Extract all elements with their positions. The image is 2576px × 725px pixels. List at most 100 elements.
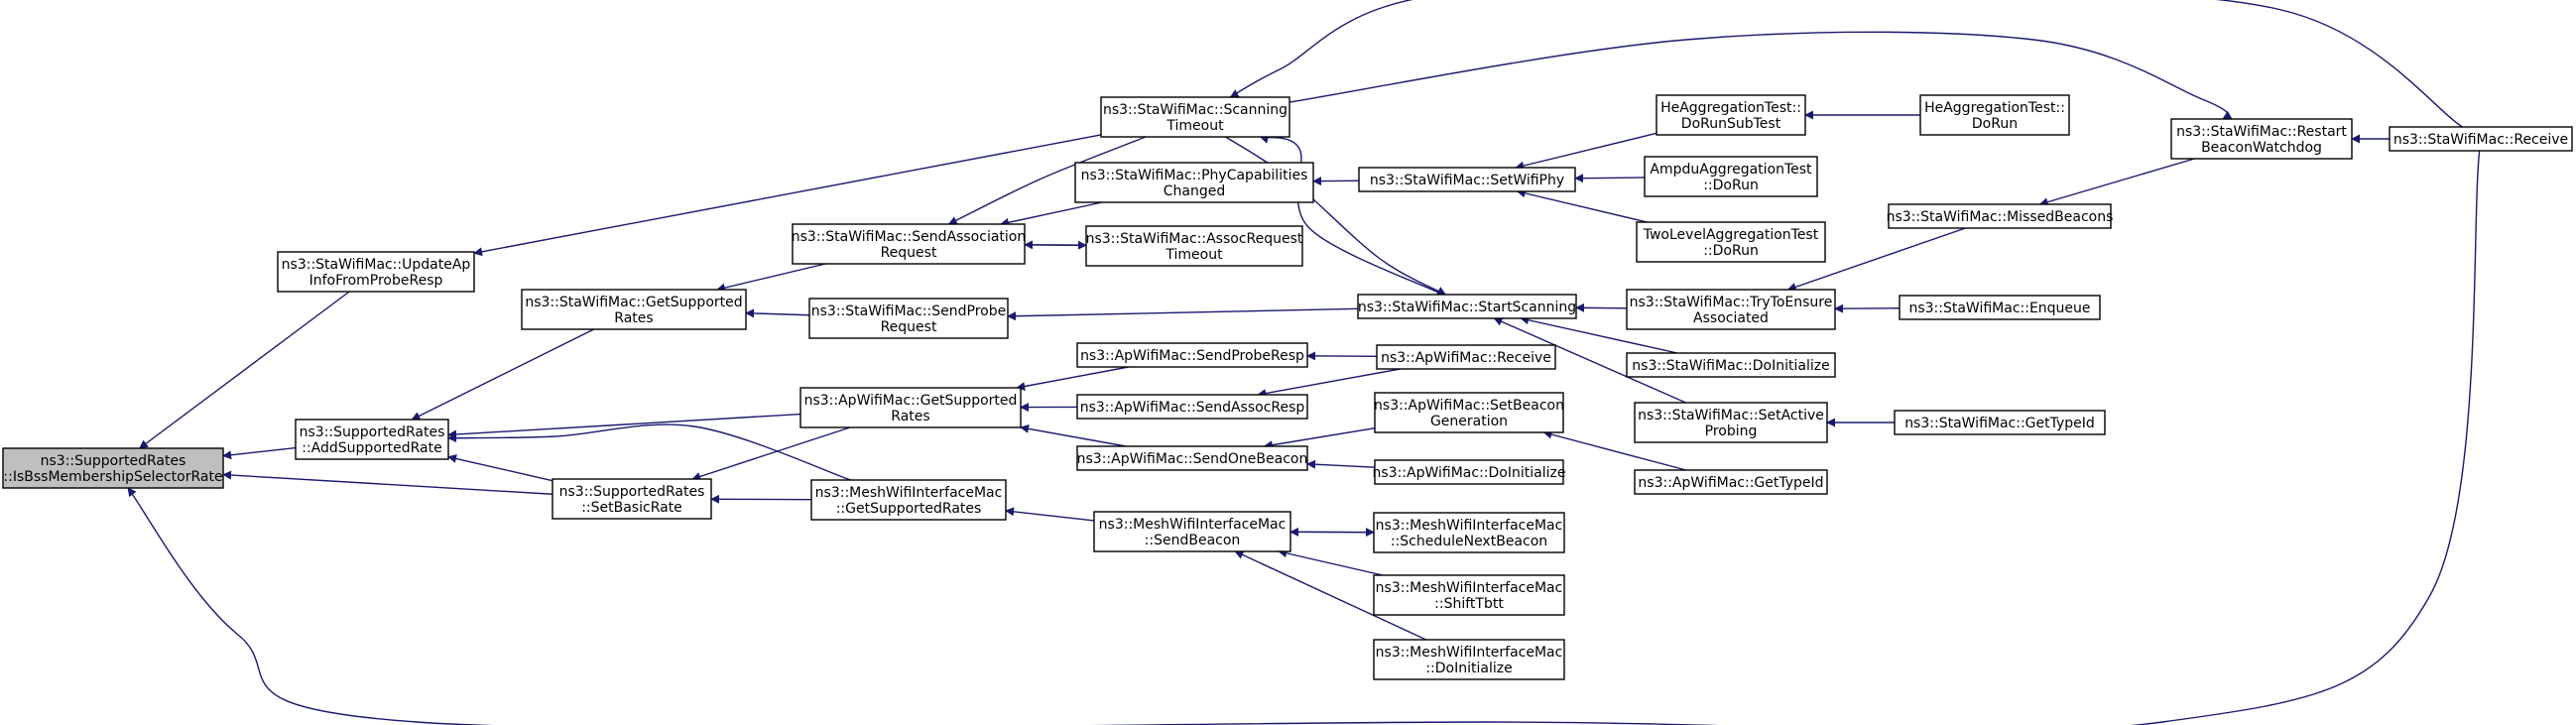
node-label-line: ns3::StaWifiMac::UpdateAp <box>282 257 471 273</box>
node-stawifimac-gettypeid[interactable]: ns3::StaWifiMac::GetTypeId <box>1894 410 2106 435</box>
edge-n5-to-n3 <box>716 263 826 293</box>
node-label-line: ns3::ApWifiMac::DoInitialize <box>1373 465 1566 481</box>
node-box <box>1899 295 2101 320</box>
edge-n23-to-n15 <box>1234 550 1427 641</box>
edge-n22-to-n15 <box>1278 548 1383 576</box>
node-label-line: ns3::SupportedRates <box>559 484 705 500</box>
node-box <box>1644 156 1818 197</box>
nodes-layer: ns3::SupportedRates::IsBssMembershipSele… <box>2 94 2573 680</box>
edge-n36-to-n0 <box>127 150 2481 725</box>
node-supportedrates-addsupportedrate[interactable]: ns3::SupportedRates::AddSupportedRate <box>295 419 449 460</box>
node-label-line: ns3::SupportedRates <box>300 424 445 440</box>
node-stawifimac-startscanning[interactable]: ns3::StaWifiMac::StartScanning <box>1357 294 1577 319</box>
edge-n32-to-n27 <box>1786 227 1966 292</box>
node-box <box>1357 294 1577 319</box>
node-meshwifiinterfacemac-doinitialize[interactable]: ns3::MeshWifiInterfaceMac::DoInitialize <box>1373 639 1565 680</box>
node-box <box>810 479 1007 521</box>
node-label-line: ns3::ApWifiMac::GetTypeId <box>1638 475 1823 491</box>
node-label-line: AmpduAggregationTest <box>1650 162 1812 178</box>
node-supportedrates-setbasicrate[interactable]: ns3::SupportedRates::SetBasicRate <box>552 478 712 520</box>
node-label-line: Probing <box>1705 423 1758 439</box>
node-box <box>2 447 224 489</box>
node-apwifimac-gettypeid[interactable]: ns3::ApWifiMac::GetTypeId <box>1634 469 1828 495</box>
node-label-line: Timeout <box>1165 247 1223 263</box>
node-label-line: ::DoInitialize <box>1425 661 1512 676</box>
node-box <box>1626 289 1836 330</box>
node-supportedrates-isbssmembershipselectorrate[interactable]: ns3::SupportedRates::IsBssMembershipSele… <box>2 447 224 489</box>
node-label-line: ns3::ApWifiMac::SendProbeResp <box>1080 348 1304 364</box>
node-label-line: BeaconWatchdog <box>2201 140 2322 156</box>
node-meshwifiinterfacemac-shifttbtt[interactable]: ns3::MeshWifiInterfaceMac::ShiftTbtt <box>1373 574 1565 616</box>
node-label-line: ns3::StaWifiMac::SendProbe <box>811 303 1006 319</box>
edge-n26-to-n16 <box>1516 188 1648 223</box>
node-ampduaggregationtest-dorun[interactable]: AmpduAggregationTest::DoRun <box>1644 156 1818 197</box>
edge-n24-to-n16 <box>1515 132 1657 171</box>
node-box <box>1636 221 1826 263</box>
node-apwifimac-sendonebeacon[interactable]: ns3::ApWifiMac::SendOneBeacon <box>1076 445 1308 471</box>
node-box <box>1358 167 1576 192</box>
node-box <box>1634 402 1828 443</box>
edge-n14-to-n7 <box>1020 423 1127 447</box>
node-meshwifiinterfacemac-schedulenextbeacon[interactable]: ns3::MeshWifiInterfaceMac::ScheduleNextB… <box>1373 512 1565 553</box>
node-box <box>1888 203 2112 229</box>
node-stawifimac-receive[interactable]: ns3::StaWifiMac::Receive <box>2389 126 2573 152</box>
node-meshwifiinterfacemac-getsupportedrates[interactable]: ns3::MeshWifiInterfaceMac::GetSupportedR… <box>810 479 1007 521</box>
node-box <box>1074 162 1314 203</box>
node-label-line: HeAggregationTest:: <box>1660 100 1801 116</box>
node-apwifimac-doinitialize[interactable]: ns3::ApWifiMac::DoInitialize <box>1373 459 1566 485</box>
node-stawifimac-getsupported-rates[interactable]: ns3::StaWifiMac::GetSupportedRates <box>521 289 747 330</box>
node-box <box>799 387 1022 428</box>
edge-n2-to-n0 <box>222 446 297 460</box>
node-stawifimac-updateap-infofromproberesp[interactable]: ns3::StaWifiMac::UpdateApInfoFromProbeRe… <box>277 251 475 293</box>
node-label-line: ns3::StaWifiMac::SetActive <box>1638 408 1824 423</box>
node-label-line: ::ScheduleNextBeacon <box>1391 534 1547 549</box>
edge-n8-to-n2 <box>447 423 851 481</box>
node-heaggregationtest-dorunsubtest[interactable]: HeAggregationTest::DoRunSubTest <box>1656 94 1806 136</box>
node-box <box>1626 352 1836 378</box>
edge-n9-to-n17 <box>1225 136 1446 296</box>
edge-n30-to-n19 <box>1542 429 1686 471</box>
edges-layer <box>127 0 2481 725</box>
node-apwifimac-sendproberesp[interactable]: ns3::ApWifiMac::SendProbeResp <box>1076 342 1308 368</box>
node-label-line: Request <box>881 319 937 335</box>
edge-n12-to-n7 <box>1016 366 1129 391</box>
node-stawifimac-enqueue[interactable]: ns3::StaWifiMac::Enqueue <box>1899 295 2101 320</box>
node-label-line: ns3::StaWifiMac::AssocRequest <box>1086 231 1303 247</box>
node-apwifimac-receive[interactable]: ns3::ApWifiMac::Receive <box>1376 344 1556 370</box>
node-stawifimac-doinitialize[interactable]: ns3::StaWifiMac::DoInitialize <box>1626 352 1836 378</box>
node-stawifimac-missedbeacons[interactable]: ns3::StaWifiMac::MissedBeacons <box>1887 203 2114 229</box>
edge-n10-to-n5 <box>1000 201 1103 227</box>
node-box <box>1894 410 2106 435</box>
node-apwifimac-getsupported-rates[interactable]: ns3::ApWifiMac::GetSupportedRates <box>799 387 1022 428</box>
node-label-line: InfoFromProbeResp <box>309 273 443 289</box>
node-label-line: ns3::StaWifiMac::Receive <box>2393 132 2568 148</box>
edge-n18-to-n13 <box>1257 368 1401 398</box>
edge-n7-to-n2 <box>447 413 801 439</box>
node-stawifimac-setwifiphy[interactable]: ns3::StaWifiMac::SetWifiPhy <box>1358 167 1576 192</box>
node-box <box>295 419 449 460</box>
edge-n17-to-n9 <box>1259 135 1444 296</box>
node-box <box>808 298 1009 339</box>
node-label-line: Rates <box>614 310 653 326</box>
node-label-line: ns3::ApWifiMac::SendOneBeacon <box>1077 451 1308 467</box>
node-meshwifiinterfacemac-sendbeacon[interactable]: ns3::MeshWifiInterfaceMac::SendBeacon <box>1093 511 1291 552</box>
node-label-line: ns3::StaWifiMac::SetWifiPhy <box>1370 173 1564 188</box>
edge-n18-to-n12 <box>1306 351 1378 361</box>
node-label-line: ns3::StaWifiMac::MissedBeacons <box>1887 209 2114 225</box>
edge-n9-to-n35 <box>1288 31 2233 120</box>
node-label-line: ::ShiftTbtt <box>1434 596 1504 612</box>
node-heaggregationtest-dorun[interactable]: HeAggregationTest::DoRun <box>1919 94 2070 136</box>
edge-n27-to-n17 <box>1575 302 1628 312</box>
node-twolevelaggregationtest-dorun[interactable]: TwoLevelAggregationTest::DoRun <box>1636 221 1826 263</box>
node-apwifimac-sendassocresp[interactable]: ns3::ApWifiMac::SendAssocResp <box>1076 394 1308 420</box>
